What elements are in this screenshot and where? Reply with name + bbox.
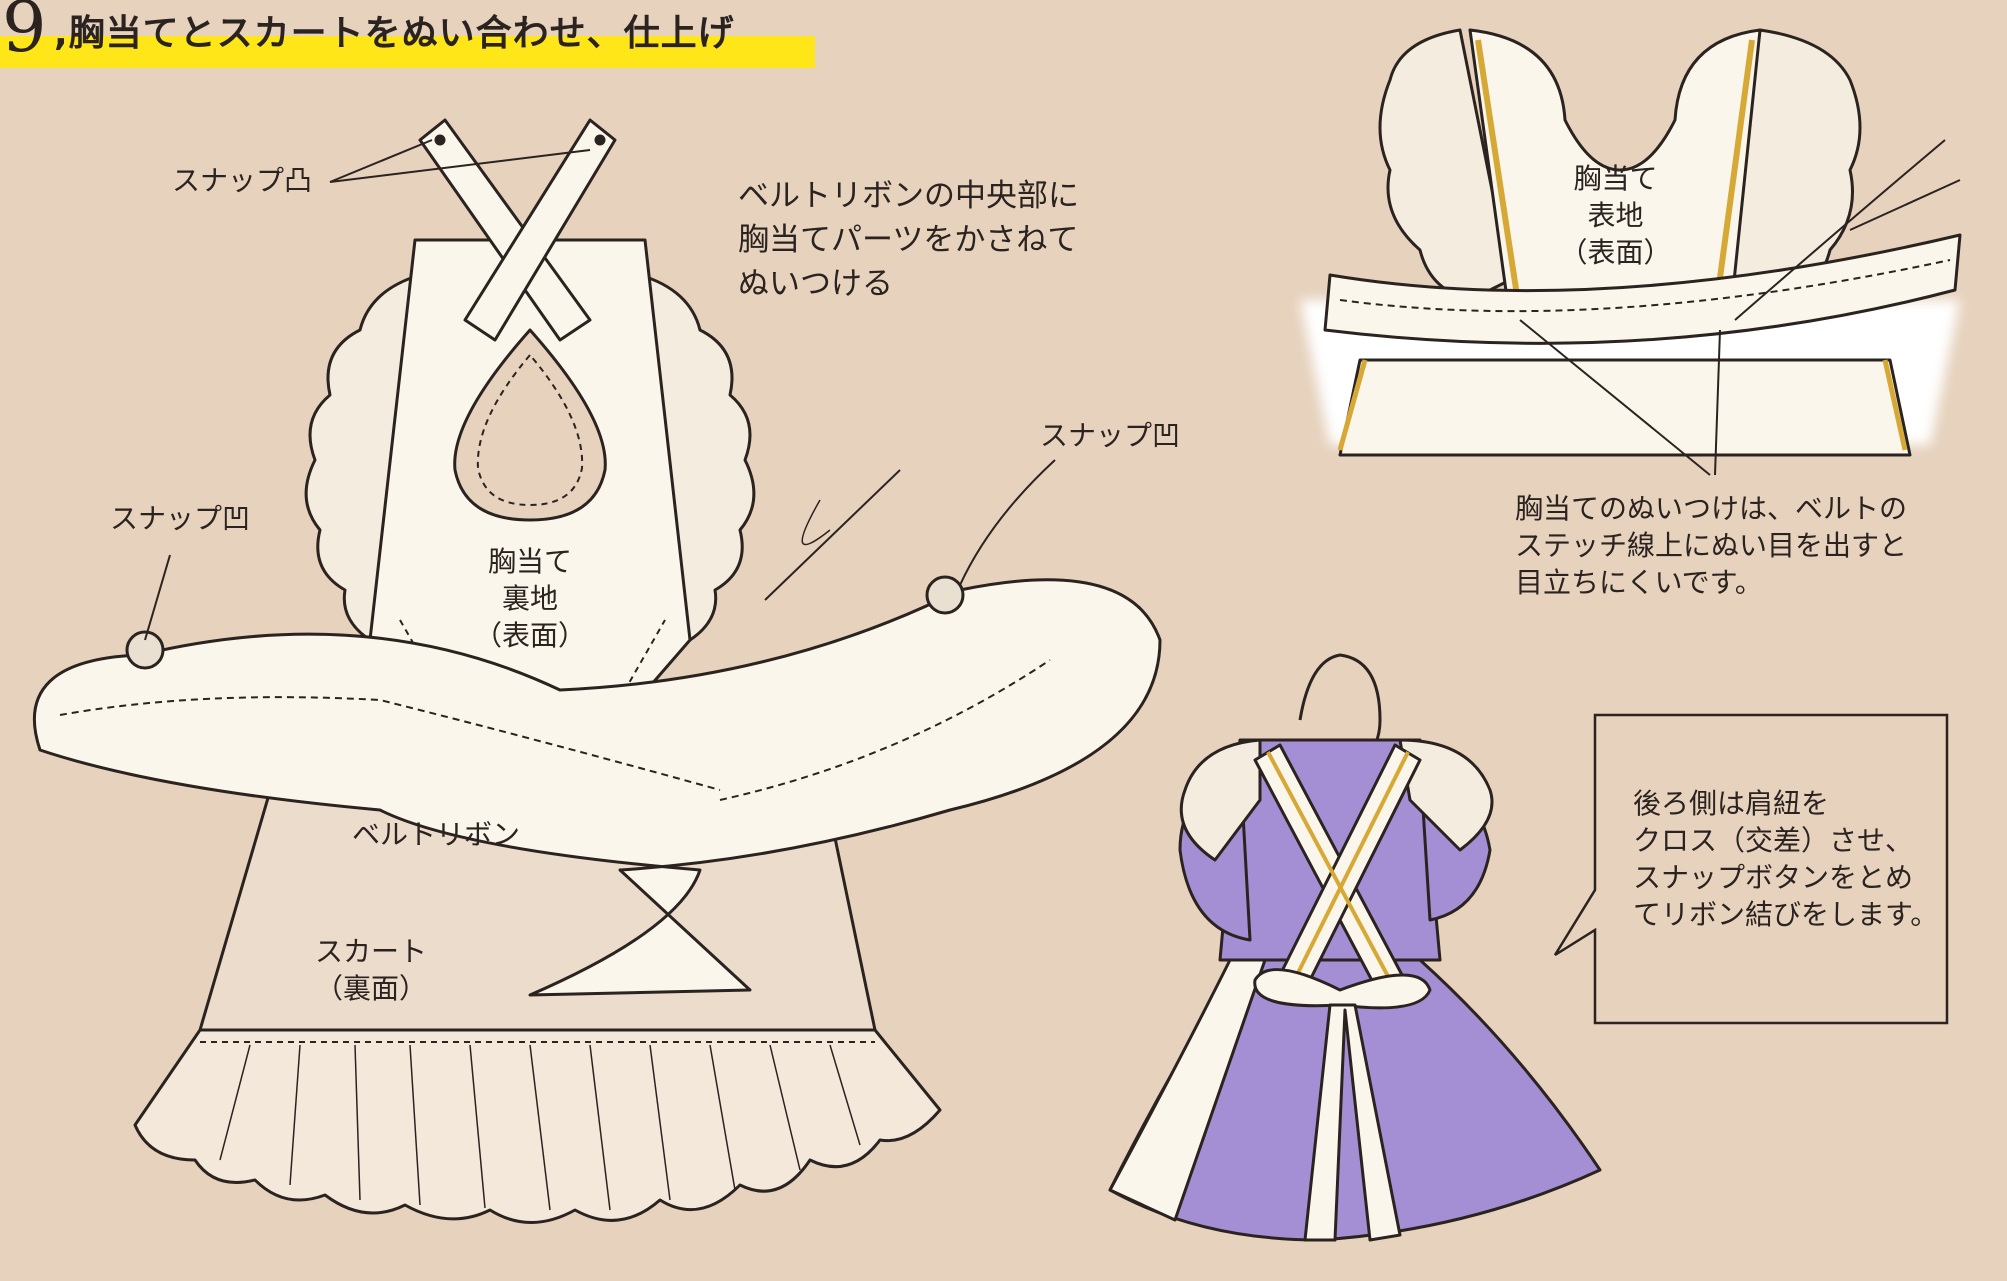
back-view-dress [1108,653,1602,1242]
dress-ruffle-right [1398,738,1494,852]
skirt-ruffle [133,1028,942,1224]
label-skirt: スカート （裏面） [306,933,436,1007]
dress-ruffle-left [1179,738,1262,862]
belt-instruction-line-2: 胸当てパーツをかさねて [738,222,1079,258]
skirt-line-2: （裏面） [314,972,427,1005]
strap-right [463,118,617,342]
front-ruffle-left [1378,28,1512,302]
step-number: 9 [2,0,47,68]
title-highlight [0,36,815,68]
back-note-line-2: クロス（交差）させ、 [1633,824,1914,857]
stitch-tip-line-1: 胸当てのぬいつけは、ベルトの [1515,492,1908,525]
callout-box [1553,713,1949,1025]
stitch-tip-line-3: 目立ちにくいです。 [1515,566,1763,599]
leader-lines [144,139,1056,641]
bib-back-line-2: 裏地 [501,582,558,615]
bib-front-line-3: （表面） [1559,236,1672,269]
bow-tails [1303,1003,1402,1242]
front-bib-closeup [1300,28,1962,476]
stitch-tip-line-2: ステッチ線上にぬい目を出すと [1515,529,1908,562]
ruffle-pleats [219,1044,861,1211]
belt-instruction-line-1: ベルトリボンの中央部に [738,178,1079,214]
needle-front [1734,139,1946,321]
front-bib-panel [1468,28,1762,322]
back-note-line-4: てリボン結びをします。 [1633,898,1939,931]
label-bib-back: 胸当て 裏地 （表面） [465,543,595,654]
bib-front-line-1: 胸当て [1573,162,1658,195]
label-snap-convex: スナップ凸 [172,164,313,197]
bib-back-line-3: （表面） [473,619,586,652]
front-belt [1323,233,1962,345]
step-title: 9 ,胸当てとスカートをぬい合わせ、仕上げ [0,0,820,78]
label-belt-ribbon: ベルトリボン [352,818,521,851]
snap-concave-left-button [125,630,165,670]
apron-main-drawing [32,118,1162,1224]
label-belt-instruction: ベルトリボンの中央部に 胸当てパーツをかさねて ぬいつける [738,174,1079,306]
label-snap-concave-right: スナップ凹 [1040,419,1181,452]
label-bib-front: 胸当て 表地 （表面） [1548,160,1683,271]
label-stitch-tip: 胸当てのぬいつけは、ベルトの ステッチ線上にぬい目を出すと 目立ちにくいです。 [1515,490,1907,601]
label-snap-concave-left: スナップ凹 [110,502,251,535]
label-back-note: 後ろ側は肩紐を クロス（交差）させ、 スナップボタンをとめ てリボン結びをします… [1633,785,1938,933]
apron-panel-left [1108,958,1267,1222]
snap-concave-right-button [925,575,965,615]
needle-main [764,469,901,601]
bib-back-line-1: 胸当て [487,545,572,578]
skirt-line-1: スカート [314,935,427,968]
bib-front-line-2: 表地 [1587,199,1644,232]
belt-ribbon [32,578,1162,997]
back-note-line-1: 後ろ側は肩紐を [1633,787,1830,820]
back-note-line-3: スナップボタンをとめ [1633,861,1914,894]
title-text: ,胸当てとスカートをぬい合わせ、仕上げ [54,13,735,54]
belt-instruction-line-3: ぬいつける [738,266,893,302]
